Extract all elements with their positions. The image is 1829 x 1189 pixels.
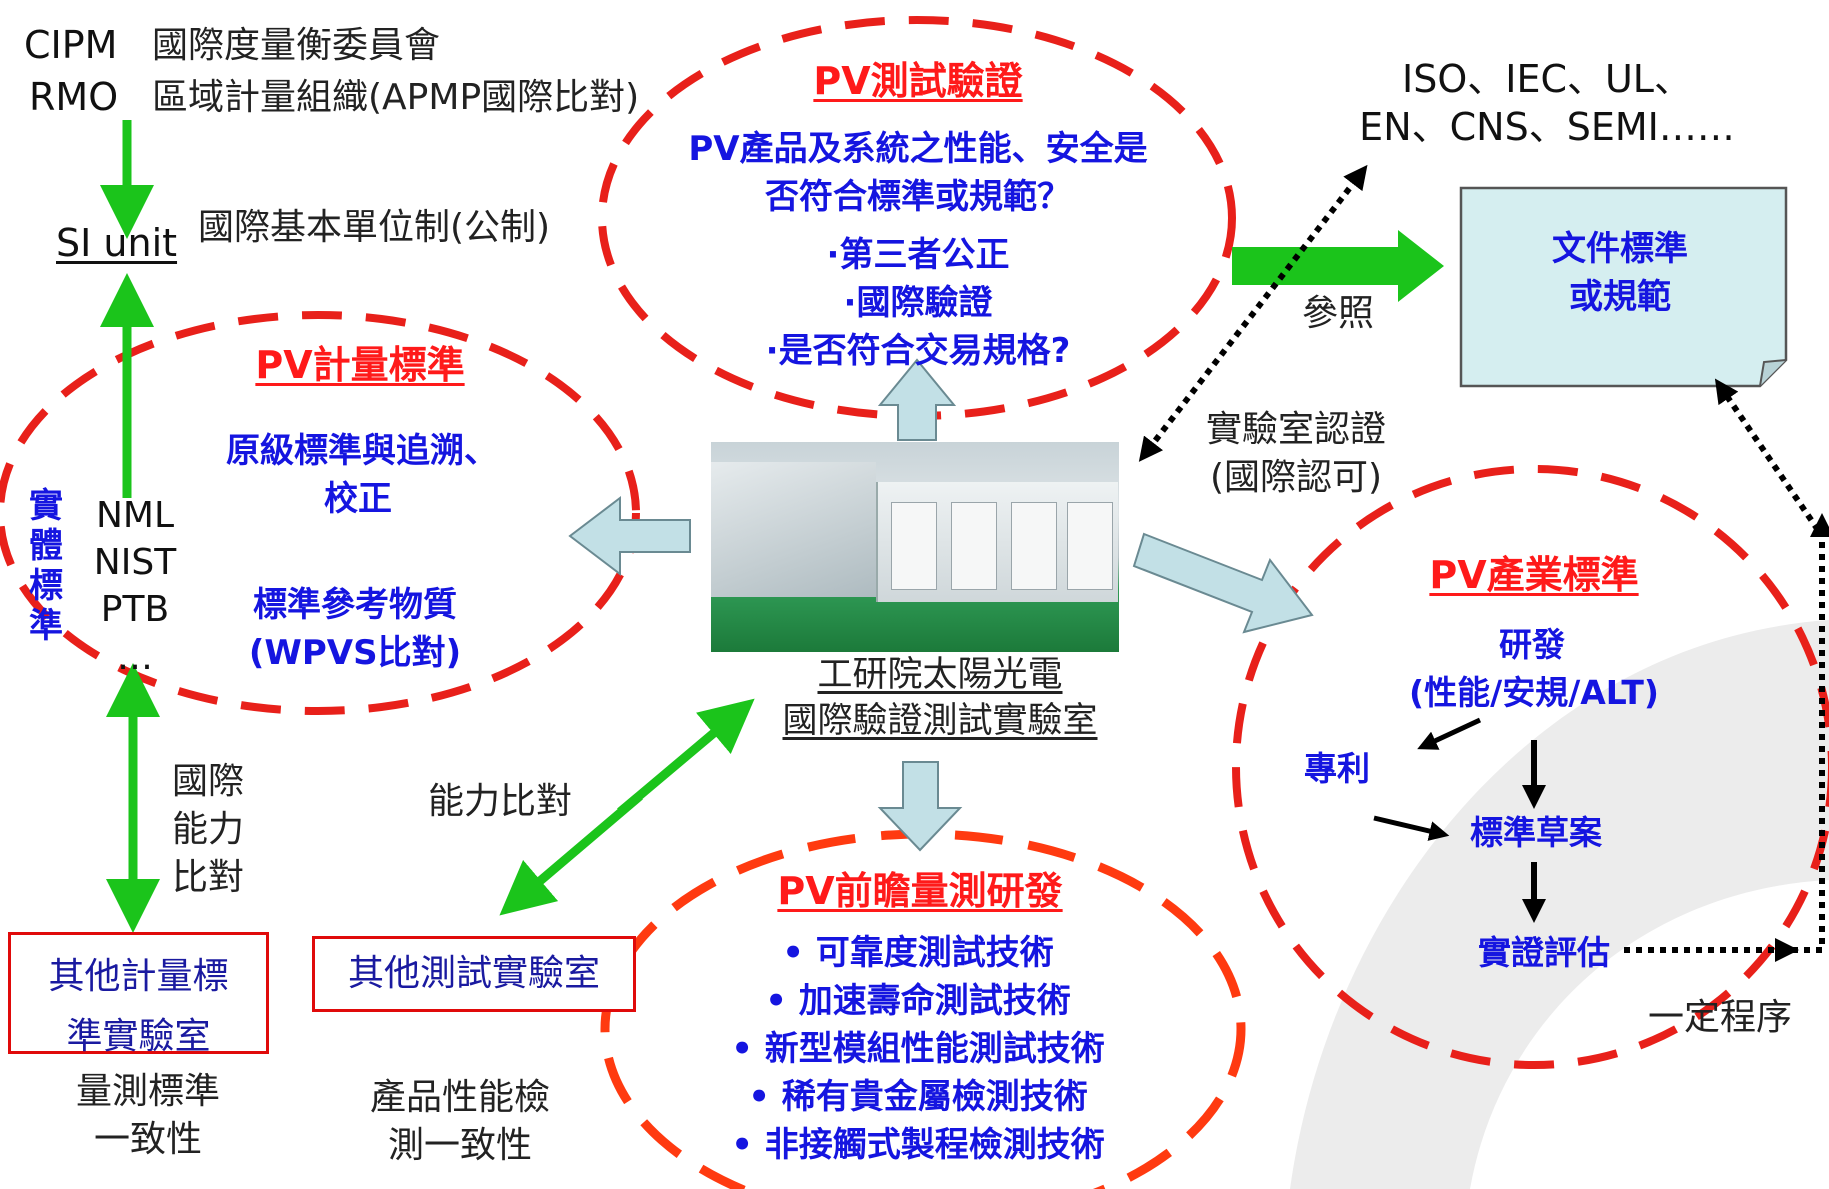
physical-standard-vertical-label: 實體標準 [29,486,63,646]
lab-ptb: PTB [100,589,170,630]
si-unit-label: SI unit [56,221,178,265]
pv-frontier-item: • 加速壽命測試技術 [765,981,1071,1021]
pv-testing-item1: ·第三者公正 [826,235,1010,275]
lab-photo-chamber-door [951,502,997,590]
other-metrology-lab-line2: 準實驗室 [66,1016,211,1057]
center-to-testing-arrow [877,358,957,441]
document-box-line2: 或規範 [1569,277,1671,317]
rmo-label: RMO [29,75,119,119]
rd-to-patent-arrow [1417,717,1482,750]
procedure-label: 一定程序 [1648,997,1793,1038]
pv-industry-rd-detail: (性能/安規/ALT) [1409,673,1659,712]
standards-list-line1: ISO、IEC、UL、 [1402,57,1692,101]
pv-frontier-item: • 非接觸式製程檢測技術 [731,1125,1105,1165]
pv-frontier-item: • 可靠度測試技術 [782,933,1054,973]
pv-metrology-line3: 標準參考物質 [253,585,457,625]
pv-industry-title: PV產業標準 [1429,553,1639,597]
lab-photo-chamber-door [1011,502,1057,590]
patent-to-draft-arrow [1373,815,1450,841]
pv-industry-evaluation: 實證評估 [1478,933,1610,972]
measurement-consistency-line1: 量測標準 [75,1071,221,1112]
pv-metrology-line1: 原級標準與追溯、 [226,431,498,471]
standards-list-line2: EN、CNS、SEMI…… [1359,105,1735,149]
pv-metrology-line4: (WPVS比對) [248,633,462,673]
pv-frontier-item: • 新型模組性能測試技術 [731,1029,1105,1069]
capability-comparison-label: 能力比對 [428,781,573,822]
lab-photo [711,442,1119,652]
lab-photo-chamber-door [1067,502,1113,590]
reference-arrow [1232,230,1444,302]
cipm-description: 國際度量衡委員會 [152,25,441,66]
document-box-shape [1459,186,1788,388]
lab-photo-wall [711,462,876,597]
pv-frontier-title: PV前瞻量測研發 [777,869,1063,913]
rmo-description: 區域計量組織(APMP國際比對) [152,77,640,118]
intl-comparison-line1: 國際 [172,761,245,802]
pv-testing-line1: PV產品及系統之性能、安全是 [688,129,1148,169]
pv-frontier-item: • 稀有貴金屬檢測技術 [748,1077,1088,1117]
intl-comparison-line2: 能力 [172,809,245,850]
pv-industry-draft: 標準草案 [1470,813,1602,852]
center-to-metrology-arrow [568,495,691,577]
center-lab-line2: 國際驗證測試實驗室 [782,701,1098,741]
product-consistency-line1: 產品性能檢 [369,1077,551,1118]
pv-metrology-ellipse [0,311,640,715]
pv-testing-item2: ·國際驗證 [843,283,993,323]
lab-ellipsis: … [117,637,153,678]
other-metrology-lab-box: 其他計量標 準實驗室 [8,932,269,1057]
pv-metrology-line2: 校正 [324,479,392,519]
pv-industry-ellipse [1232,465,1829,1069]
product-consistency-line2: 測一致性 [387,1125,533,1166]
measurement-consistency-line2: 一致性 [93,1119,203,1160]
si-unit-description: 國際基本單位制(公制) [198,207,551,248]
lab-cert-line2: (國際認可) [1209,457,1383,498]
center-to-industry-arrow [1132,532,1314,634]
lab-cert-line1: 實驗室認證 [1205,409,1387,450]
other-test-lab-label: 其他測試實驗室 [347,953,600,994]
pv-industry-rd: 研發 [1499,625,1565,664]
lab-photo-chamber-door [891,502,937,590]
other-metrology-lab-line1: 其他計量標 [48,956,229,997]
lab-nml: NML [95,495,175,536]
capability-arrow-down [499,792,643,916]
cipm-label: CIPM [24,23,118,67]
reference-label: 參照 [1302,293,1375,334]
pv-testing-line2: 否符合標準或規範？ [765,177,1071,217]
pv-testing-title: PV測試驗證 [813,59,1023,103]
other-test-lab-box: 其他測試實驗室 [312,936,636,1012]
procedure-dotted-head [1714,378,1821,532]
intl-comparison-line3: 比對 [172,857,245,898]
pv-metrology-title: PV計量標準 [255,343,465,387]
lab-nist: NIST [93,542,177,583]
center-lab-line1: 工研院太陽光電 [817,655,1063,695]
document-box-line1: 文件標準 [1552,229,1688,269]
lab-cert-dotted-arrow [1138,164,1368,462]
center-to-frontier-arrow [877,761,963,852]
pv-industry-patent: 專利 [1304,749,1370,788]
pv-testing-item3: ·是否符合交易規格? [765,331,1071,371]
